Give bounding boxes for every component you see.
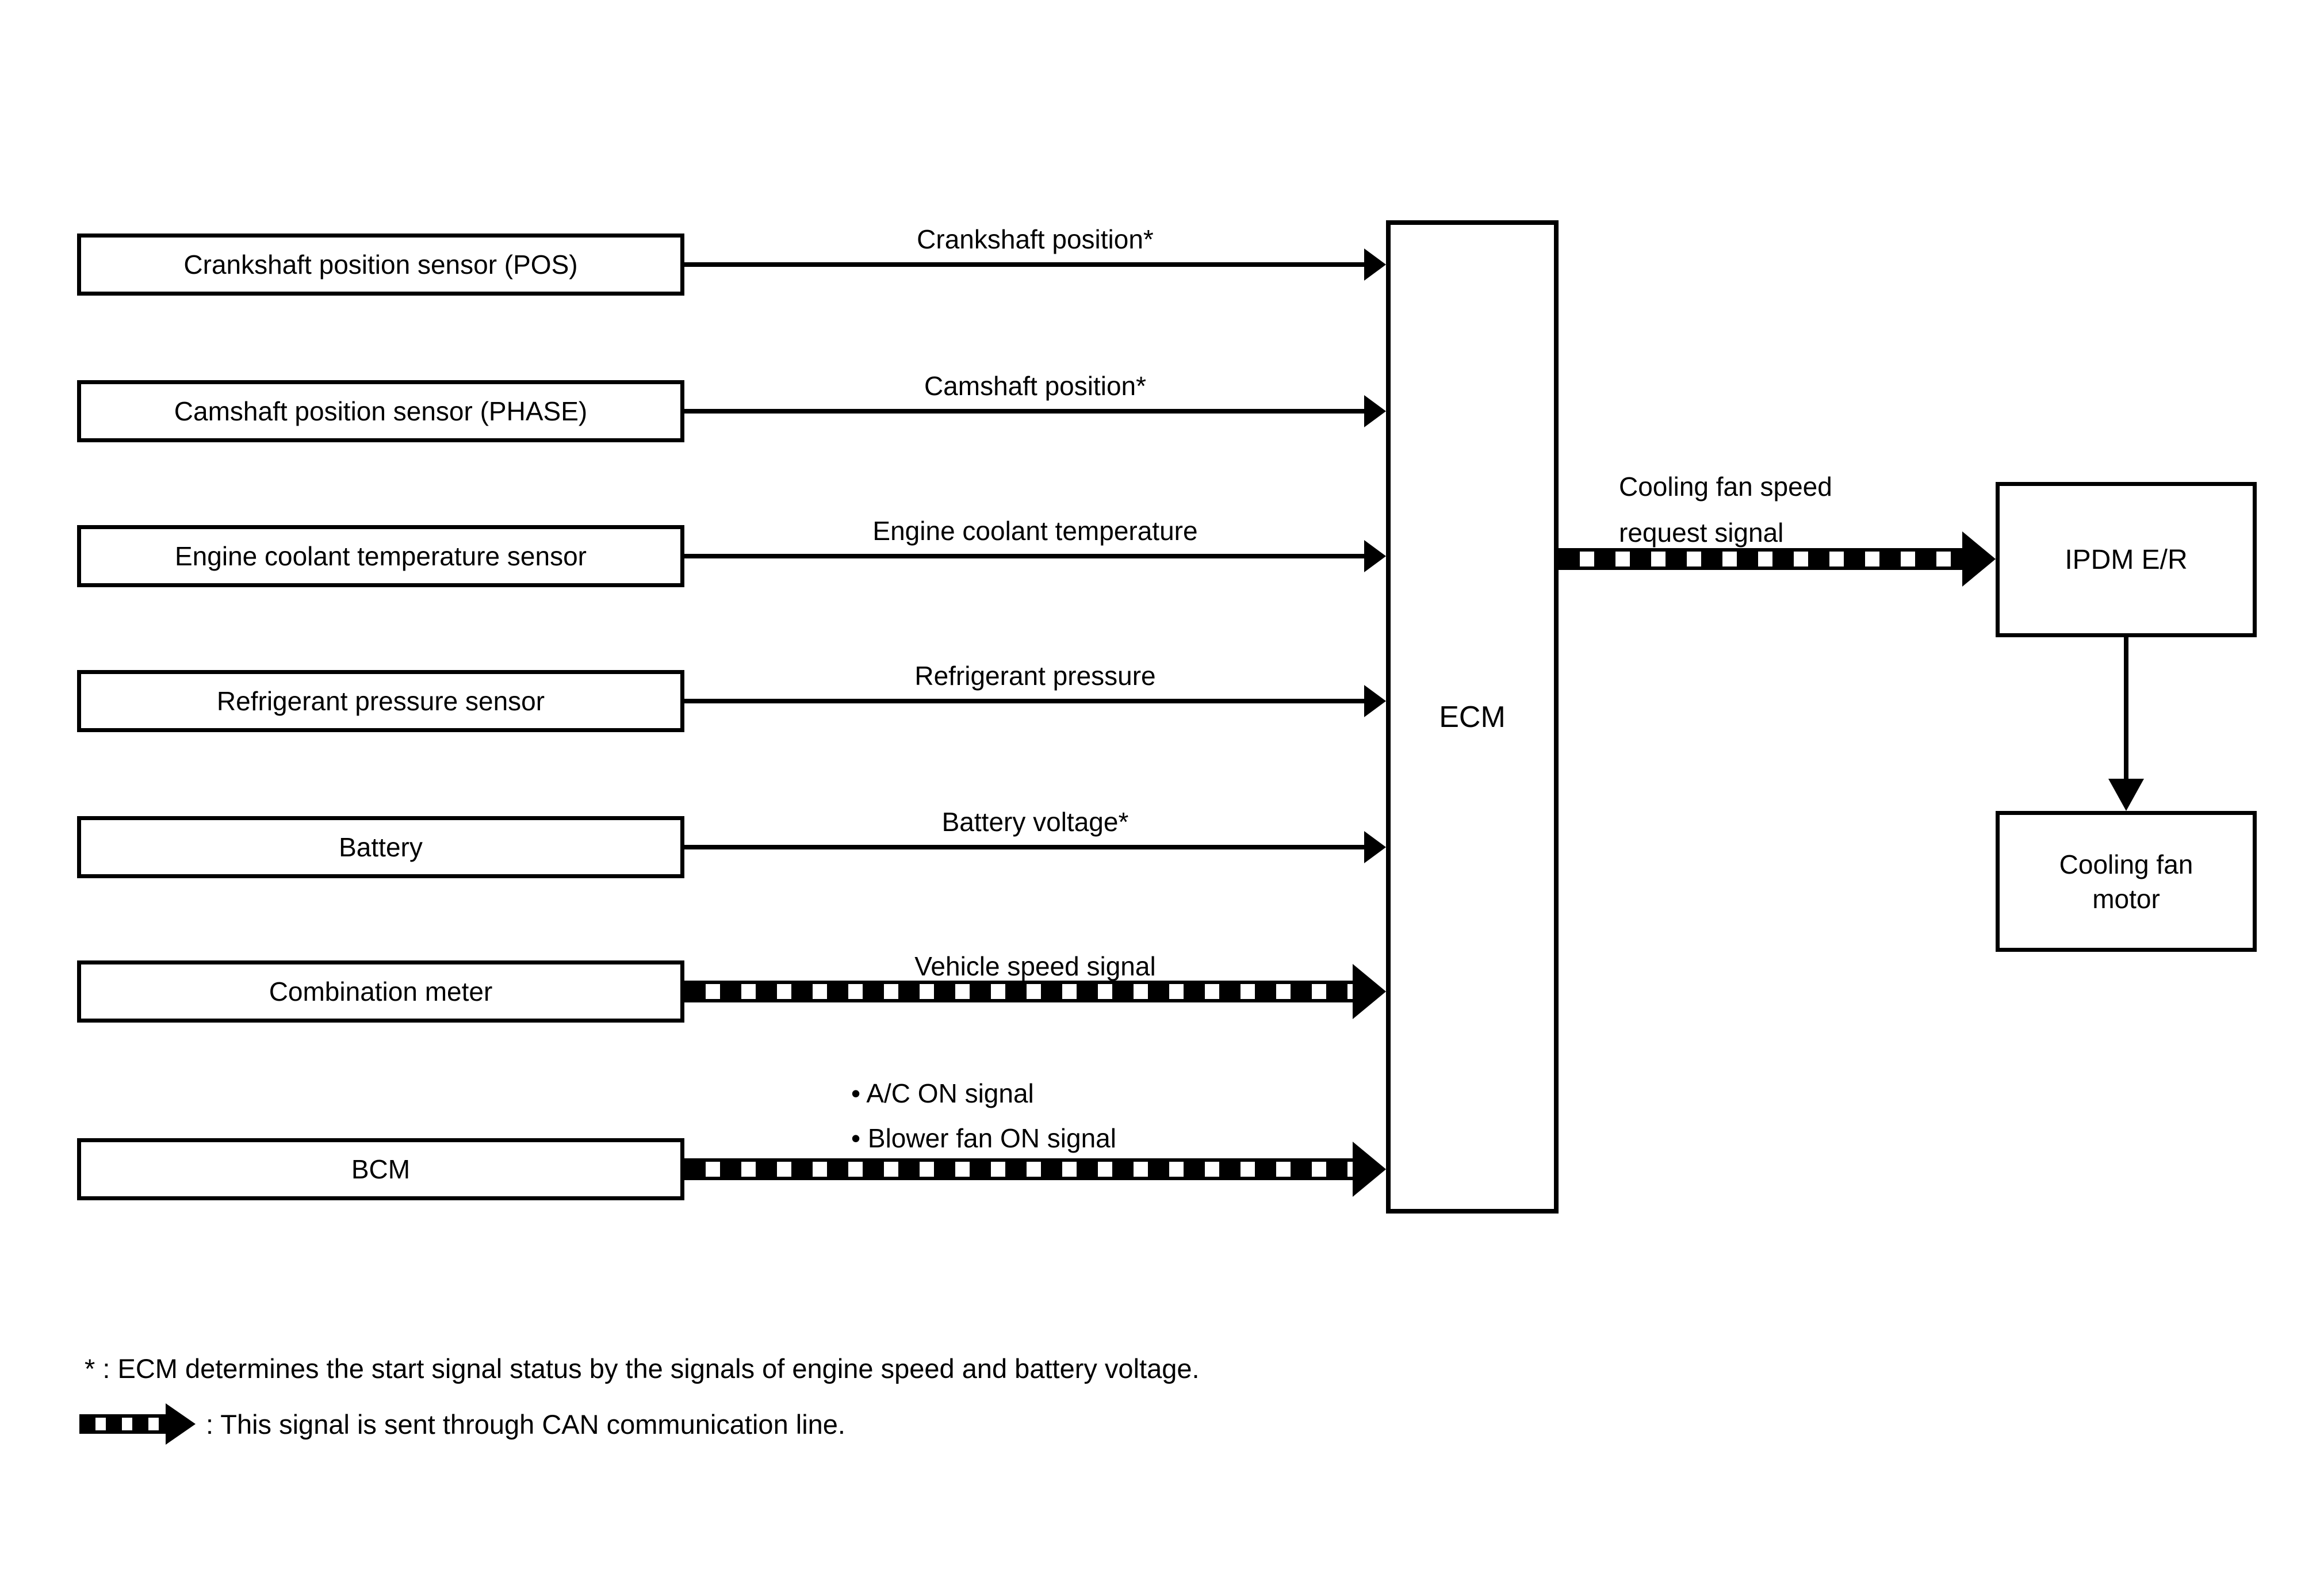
arrow-line <box>684 699 1365 703</box>
arrow-line <box>684 262 1365 267</box>
signal-label-ac-on: • A/C ON signal <box>851 1078 1034 1108</box>
signal-label-battery-voltage: Battery voltage* <box>941 807 1129 837</box>
can-striped-line <box>684 981 1353 1002</box>
arrow-camshaft-to-ecm <box>684 394 1386 428</box>
can-striped-line <box>1559 548 1962 570</box>
signal-label-bcm-signals: • A/C ON signal • Blower fan ON signal <box>851 1071 1116 1161</box>
arrowhead-icon <box>1364 395 1386 427</box>
signal-label-crankshaft-position: Crankshaft position* <box>917 224 1154 254</box>
request-label-line1: Cooling fan speed <box>1619 472 1832 502</box>
arrow-line <box>2124 637 2128 779</box>
source-box-label: Engine coolant temperature sensor <box>175 541 587 571</box>
source-box-engine-coolant-temperature-sensor: Engine coolant temperature sensor <box>77 525 684 587</box>
cooling-fan-speed-request-label: Cooling fan speed request signal <box>1619 464 1832 556</box>
can-striped-line <box>684 1158 1353 1180</box>
can-arrow-combination-meter-to-ecm <box>684 964 1386 1019</box>
source-box-bcm: BCM <box>77 1138 684 1200</box>
arrowhead-icon <box>1962 531 1996 587</box>
arrow-battery-to-ecm <box>684 830 1386 864</box>
can-striped-line <box>79 1414 166 1434</box>
arrowhead-icon <box>1353 964 1386 1019</box>
arrowhead-icon <box>1364 540 1386 572</box>
source-box-label: Battery <box>339 832 423 862</box>
arrow-line <box>684 409 1365 414</box>
arrowhead-icon <box>1353 1142 1386 1197</box>
signal-label-blower-fan-on: • Blower fan ON signal <box>851 1123 1116 1153</box>
source-box-combination-meter: Combination meter <box>77 960 684 1023</box>
arrowhead-icon <box>2108 779 2144 811</box>
source-box-label: Camshaft position sensor (PHASE) <box>174 396 588 426</box>
footnote-can-legend: : This signal is sent through CAN commun… <box>79 1402 845 1446</box>
cooling-fan-motor-box: Cooling fan motor <box>1996 811 2257 952</box>
signal-label-engine-coolant-temperature: Engine coolant temperature <box>872 516 1198 546</box>
source-box-crankshaft-position-sensor: Crankshaft position sensor (POS) <box>77 234 684 296</box>
arrow-line <box>684 845 1365 849</box>
source-box-label: Crankshaft position sensor (POS) <box>183 250 578 280</box>
signal-label-camshaft-position: Camshaft position* <box>924 371 1147 401</box>
arrow-line <box>684 554 1365 558</box>
source-box-battery: Battery <box>77 816 684 878</box>
source-box-label: BCM <box>351 1154 411 1184</box>
source-box-label: Combination meter <box>269 977 493 1006</box>
signal-label-refrigerant-pressure: Refrigerant pressure <box>914 661 1156 691</box>
arrowhead-icon <box>1364 831 1386 863</box>
ecm-label: ECM <box>1439 700 1506 734</box>
arrowhead-icon <box>1364 248 1386 281</box>
arrow-coolant-temp-to-ecm <box>684 539 1386 573</box>
arrow-refrigerant-to-ecm <box>684 684 1386 718</box>
ipdm-er-box: IPDM E/R <box>1996 482 2257 637</box>
arrowhead-icon <box>166 1403 196 1445</box>
motor-label-line2: motor <box>2092 883 2160 914</box>
arrow-crankshaft-to-ecm <box>684 247 1386 282</box>
source-box-label: Refrigerant pressure sensor <box>216 686 545 716</box>
source-box-camshaft-position-sensor: Camshaft position sensor (PHASE) <box>77 380 684 442</box>
can-arrow-bcm-to-ecm <box>684 1142 1386 1197</box>
can-arrow-ecm-to-ipdm <box>1559 531 1996 587</box>
arrowhead-icon <box>1364 685 1386 717</box>
signal-label-vehicle-speed-signal: Vehicle speed signal <box>914 951 1156 981</box>
footnote-can-legend-text: : This signal is sent through CAN commun… <box>206 1408 845 1440</box>
source-box-refrigerant-pressure-sensor: Refrigerant pressure sensor <box>77 670 684 732</box>
motor-label-line1: Cooling fan <box>2059 849 2193 879</box>
arrow-ipdm-to-cooling-fan-motor <box>2108 637 2144 811</box>
footnote-asterisk: * : ECM determines the start signal stat… <box>85 1353 1200 1384</box>
ecm-box: ECM <box>1386 220 1559 1214</box>
request-label-line2: request signal <box>1619 518 1784 548</box>
ipdm-er-label: IPDM E/R <box>2065 544 2188 575</box>
can-striped-arrow-icon <box>79 1403 196 1445</box>
